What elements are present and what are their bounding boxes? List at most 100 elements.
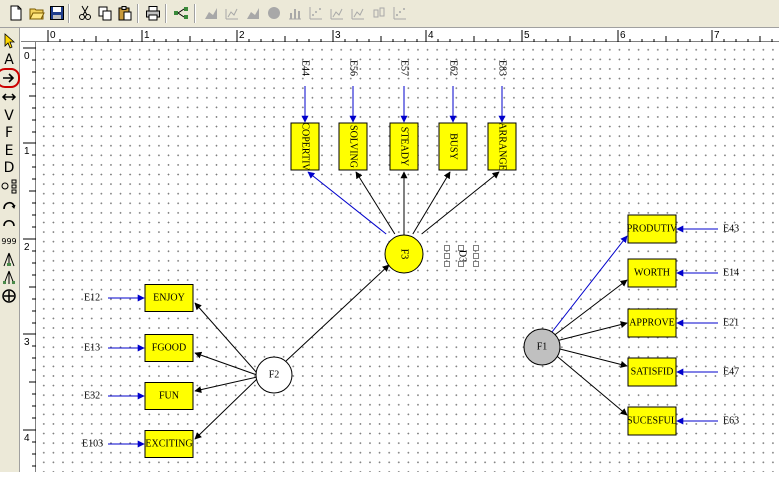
indicator-fgood-box[interactable]: [144, 334, 194, 362]
factor-loading-arrow[interactable]: [551, 346, 628, 368]
covariance-2-tool-icon[interactable]: [1, 215, 17, 231]
factor-loading-arrow[interactable]: [421, 171, 500, 235]
line-chart-icon[interactable]: [224, 5, 240, 21]
latent-f3[interactable]: F3: [384, 234, 424, 274]
indicator-worth-box[interactable]: [627, 258, 677, 288]
variable-tool[interactable]: V: [4, 108, 14, 124]
indicator-steady-box[interactable]: [389, 122, 419, 171]
indicator-sucesful-box[interactable]: [627, 406, 677, 436]
indicator-fgood[interactable]: FGOOD: [144, 334, 194, 362]
factor-loading-arrow[interactable]: [307, 171, 387, 235]
scatter-chart-icon[interactable]: [308, 5, 324, 21]
factor-loading-arrow[interactable]: [551, 321, 628, 343]
factor-loading-arrow[interactable]: [194, 351, 258, 376]
copy-icon[interactable]: [97, 5, 113, 21]
arrow-tool-icon[interactable]: [1, 70, 17, 86]
factor-loading-arrow[interactable]: [412, 171, 451, 235]
error-term-label[interactable]: E44: [300, 60, 311, 76]
selected-disturbance-label[interactable]: D3: [444, 245, 479, 267]
indicator-produtiv-box[interactable]: [627, 214, 677, 244]
error-term-label[interactable]: E62: [448, 60, 459, 76]
factor-loading-arrow[interactable]: [551, 279, 628, 338]
double-arrow-tool-icon[interactable]: [1, 89, 17, 105]
bar-chart-icon[interactable]: [287, 5, 303, 21]
indicator-fun-box[interactable]: [144, 382, 194, 410]
error-term-label[interactable]: E103: [82, 439, 103, 450]
error-tool[interactable]: E: [4, 143, 14, 159]
latent-f2[interactable]: F2: [255, 356, 293, 394]
latent-circle[interactable]: [255, 356, 293, 394]
indicator-satisfid-box[interactable]: [627, 357, 677, 387]
factor-loading-arrow[interactable]: [551, 351, 628, 416]
error-term-label[interactable]: E43: [723, 224, 739, 235]
selection-handle[interactable]: [473, 261, 479, 267]
zoom-tool-icon[interactable]: [1, 288, 17, 304]
selection-handle[interactable]: [458, 261, 464, 267]
open-file-icon[interactable]: [29, 5, 45, 21]
latent-f1[interactable]: F1: [523, 328, 561, 366]
error-term-label[interactable]: E56: [348, 60, 359, 76]
indicator-steady[interactable]: STEADY: [389, 122, 419, 171]
path-2-tool-icon[interactable]: [1, 270, 17, 286]
factor-loading-arrow[interactable]: [194, 376, 258, 394]
indicator-tool-icon[interactable]: [1, 178, 17, 194]
text-tool[interactable]: A: [4, 52, 14, 68]
error-term-label[interactable]: E21: [723, 318, 739, 329]
indicator-fun[interactable]: FUN: [144, 382, 194, 410]
error-term-label[interactable]: E14: [723, 268, 739, 279]
selection-handle[interactable]: [473, 245, 479, 251]
error-term-label[interactable]: E12: [84, 293, 100, 304]
indicator-enjoy[interactable]: ENJOY: [144, 284, 194, 312]
indicator-sucesful[interactable]: SUCESFUL: [627, 406, 677, 436]
indicator-solving[interactable]: SOLVING: [338, 122, 368, 171]
indicator-exciting-box[interactable]: [144, 430, 194, 458]
indicator-busy-box[interactable]: [438, 122, 468, 171]
indicator-busy[interactable]: BUSY: [438, 122, 468, 171]
area-chart-icon[interactable]: [203, 5, 219, 21]
select-tool-icon[interactable]: [1, 33, 17, 49]
save-icon[interactable]: [49, 5, 65, 21]
error-term-label[interactable]: E63: [723, 416, 739, 427]
indicator-satisfid[interactable]: SATISFID: [627, 357, 677, 387]
disturbance-tool[interactable]: D: [3, 160, 15, 176]
cut-icon[interactable]: [77, 5, 93, 21]
factor-loading-arrow[interactable]: [194, 302, 258, 374]
new-file-icon[interactable]: [8, 5, 24, 21]
selection-handle[interactable]: [473, 253, 479, 259]
latent-circle[interactable]: [384, 234, 424, 274]
selection-handle[interactable]: [458, 245, 464, 251]
error-term-label[interactable]: E57: [399, 60, 410, 76]
print-icon[interactable]: [145, 5, 161, 21]
structural-path-arrow[interactable]: [285, 264, 390, 362]
latent-circle[interactable]: [523, 328, 561, 366]
indicator-copertiv-box[interactable]: [290, 122, 320, 171]
indicator-arrange-box[interactable]: [487, 122, 517, 171]
indicator-enjoy-box[interactable]: [144, 284, 194, 312]
selection-handle[interactable]: [444, 245, 450, 251]
indicator-exciting[interactable]: EXCITING: [144, 430, 194, 458]
boxplot-icon[interactable]: [371, 5, 387, 21]
paste-icon[interactable]: [117, 5, 133, 21]
path-tool-icon[interactable]: [1, 252, 17, 268]
pie-chart-icon[interactable]: [266, 5, 282, 21]
numbering-tool[interactable]: 999: [1, 237, 17, 246]
selection-handle[interactable]: [444, 261, 450, 267]
indicator-solving-box[interactable]: [338, 122, 368, 171]
scatter-chart-2-icon[interactable]: [392, 5, 408, 21]
error-term-label[interactable]: E13: [84, 343, 100, 354]
factor-loading-arrow[interactable]: [551, 235, 628, 333]
factor-loading-arrow[interactable]: [355, 171, 396, 235]
error-term-label[interactable]: E83: [497, 60, 508, 76]
indicator-arrange[interactable]: ARRANGE: [487, 122, 517, 171]
selection-handle[interactable]: [444, 253, 450, 259]
indicator-produtiv[interactable]: PRODUTIV: [627, 214, 678, 244]
error-term-label[interactable]: E47: [723, 367, 739, 378]
indicator-approve[interactable]: APPROVE: [627, 308, 677, 338]
factor-tool[interactable]: F: [4, 125, 14, 141]
error-term-label[interactable]: E32: [84, 391, 100, 402]
indicator-copertiv[interactable]: COPERTIV: [290, 122, 320, 171]
factor-loading-arrow[interactable]: [194, 378, 258, 440]
line-chart-2-icon[interactable]: [329, 5, 345, 21]
